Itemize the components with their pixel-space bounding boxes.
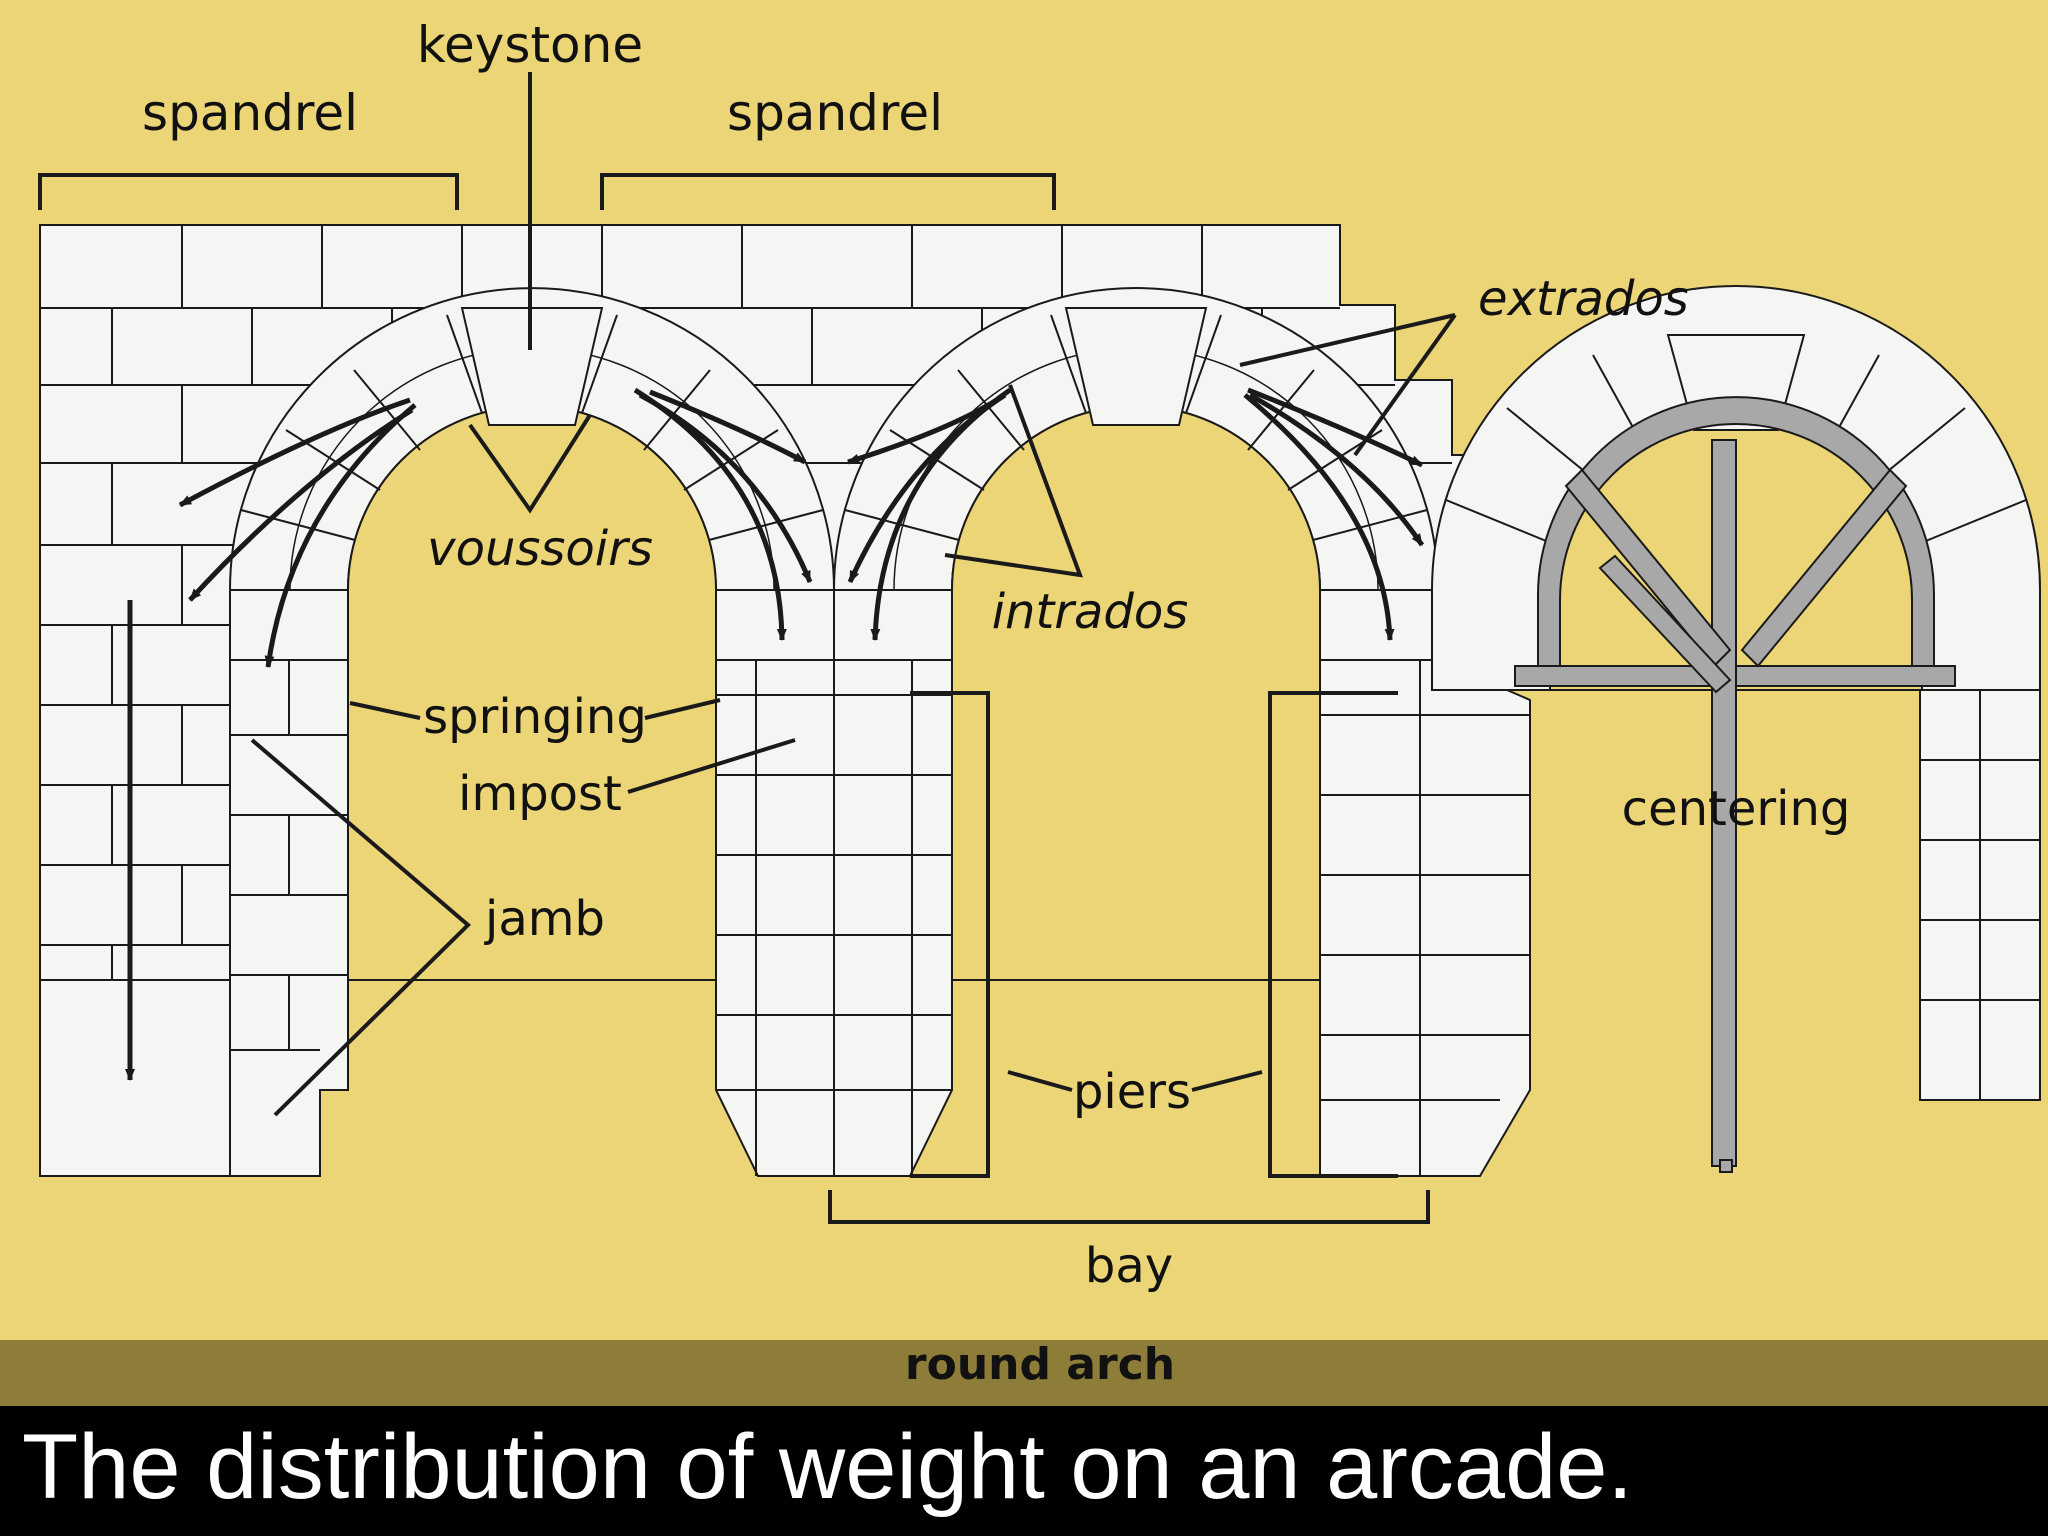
label-piers: piers <box>1073 1064 1191 1120</box>
middle-pier <box>715 659 953 1177</box>
spandrel-bracket-left <box>38 173 459 210</box>
label-intrados: intrados <box>992 584 1189 640</box>
caption-band <box>0 1406 2048 1536</box>
arrow <box>1243 393 1395 641</box>
arrow <box>870 387 1012 641</box>
centering-frame <box>1514 396 1956 1173</box>
arch-opening-middle <box>951 405 1321 981</box>
figure-title: round arch <box>905 1339 1175 1390</box>
slide-caption: The distribution of weight on an arcade. <box>22 1416 1633 1518</box>
arrow <box>1247 387 1424 468</box>
label-jamb: jamb <box>484 891 605 947</box>
right-pier <box>1319 659 1531 1177</box>
pier-bracket-middle <box>910 691 990 1178</box>
left-pier <box>229 659 349 1177</box>
label-spandrel-right: spandrel <box>727 84 943 142</box>
label-bay: bay <box>1085 1238 1173 1294</box>
arrow <box>649 389 807 465</box>
title-band <box>0 1340 2048 1406</box>
left-wall-base <box>39 979 251 1177</box>
label-voussoirs: voussoirs <box>427 521 653 577</box>
label-keystone: keystone <box>417 16 643 74</box>
extrados-leaders <box>1239 313 1457 457</box>
label-centering: centering <box>1622 781 1851 837</box>
weight-arrows <box>125 387 1425 1081</box>
arrow <box>1248 392 1425 547</box>
piers-leaders <box>1007 1070 1263 1092</box>
keystone-left <box>460 307 604 426</box>
label-impost: impost <box>458 766 622 822</box>
jamb-leader <box>250 738 471 1117</box>
label-spandrel-left: spandrel <box>142 84 358 142</box>
arrow <box>264 403 417 668</box>
voussoirs-leader <box>468 413 592 514</box>
bay-bracket <box>828 1190 1430 1224</box>
arrow <box>638 392 813 583</box>
intrados-leader <box>944 384 1084 578</box>
label-springing: springing <box>423 689 647 745</box>
spandrel-bracket-right <box>600 173 1056 210</box>
label-extrados: extrados <box>1478 271 1689 327</box>
keystone-middle <box>1064 307 1208 426</box>
arrow <box>188 407 414 602</box>
arrow <box>178 397 411 508</box>
pier-bracket-right <box>1268 691 1398 1178</box>
springing-impost-leaders <box>349 698 796 794</box>
right-arch-pier <box>1919 689 2041 1101</box>
